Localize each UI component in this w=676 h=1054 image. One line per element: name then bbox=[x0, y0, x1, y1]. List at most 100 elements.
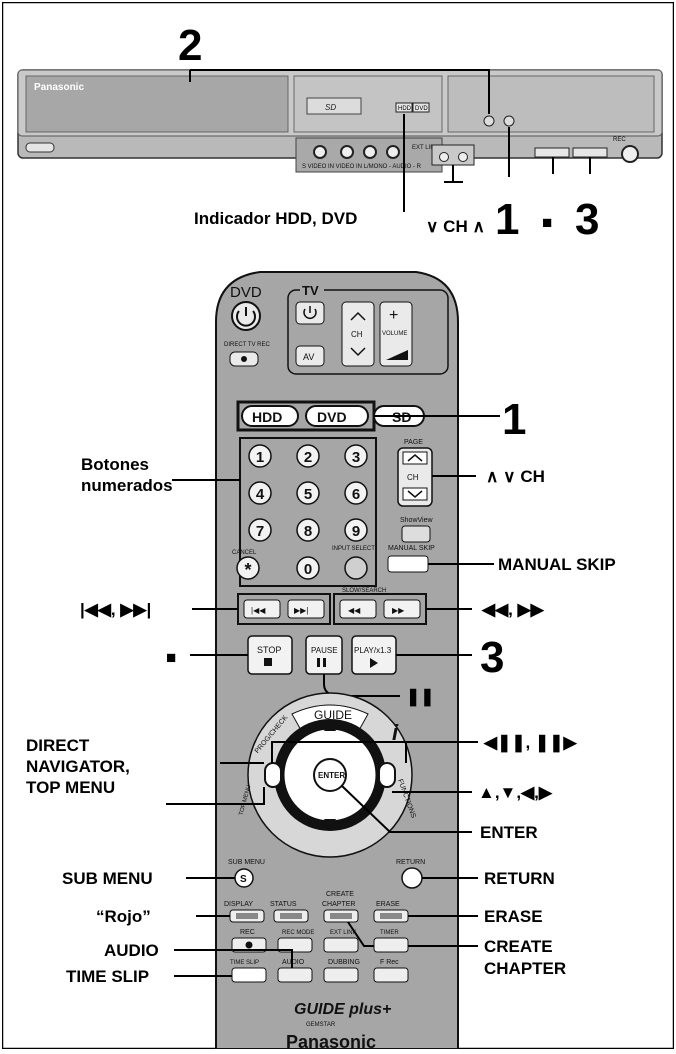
number-3: 3 bbox=[352, 449, 360, 466]
page-down-icon bbox=[407, 490, 423, 498]
input-select-button[interactable] bbox=[344, 556, 368, 580]
rec-mode-button[interactable] bbox=[277, 937, 313, 953]
remote-callouts: 1 Botones numerados ∧ ∨ CH MANUAL SKIP |… bbox=[26, 395, 616, 986]
slow-back-button[interactable] bbox=[264, 762, 282, 788]
page-ch-label: CH bbox=[407, 473, 419, 482]
return-button[interactable] bbox=[401, 867, 423, 889]
dvd-recorder: Panasonic SD HDD DVD S VIDEO IN VIDEO IN… bbox=[17, 69, 663, 173]
input-select-label: INPUT SELECT bbox=[332, 546, 375, 552]
power-button[interactable] bbox=[25, 142, 55, 153]
pause-button[interactable] bbox=[305, 635, 343, 675]
pause-callout: ❚❚ bbox=[406, 687, 435, 707]
play-icon bbox=[370, 658, 378, 668]
time-slip-button[interactable] bbox=[231, 967, 267, 983]
timer-button[interactable] bbox=[373, 937, 409, 953]
cancel-button[interactable] bbox=[236, 556, 260, 580]
slow-leader-bracket bbox=[271, 741, 407, 763]
dvd-button[interactable] bbox=[305, 405, 369, 427]
time-slip-label-remote: TIME SLIP bbox=[230, 960, 259, 966]
skip-back-button[interactable] bbox=[243, 599, 281, 619]
sd-slot bbox=[306, 97, 362, 115]
direct-tv-rec-label: DIRECT TV REC bbox=[224, 342, 270, 348]
number-button-9[interactable] bbox=[344, 518, 368, 542]
number-1: 1 bbox=[256, 449, 264, 466]
volume-rocker[interactable] bbox=[379, 301, 413, 367]
tv-ch-rocker[interactable] bbox=[341, 301, 375, 367]
skip-forward-icon: ▶▶| bbox=[294, 606, 308, 615]
number-button-2[interactable] bbox=[296, 444, 320, 468]
number-button-0[interactable] bbox=[296, 556, 320, 580]
number-7: 7 bbox=[256, 523, 264, 540]
number-button-7[interactable] bbox=[248, 518, 272, 542]
remote-dvd-label: DVD bbox=[230, 284, 262, 301]
ch-callout-label: ∧ ∨ CH bbox=[486, 467, 545, 486]
cancel-label: CANCEL bbox=[232, 550, 257, 556]
ch-up-button[interactable] bbox=[458, 152, 468, 162]
enter-label: ENTER bbox=[318, 771, 345, 780]
volume-label: VOLUME bbox=[382, 331, 407, 337]
drive-select-button[interactable] bbox=[503, 115, 515, 127]
time-slip-callout: TIME SLIP bbox=[66, 967, 149, 986]
page-up-button[interactable] bbox=[402, 451, 428, 465]
skip-callout: |◀◀, ▶▶| bbox=[80, 600, 151, 619]
botones-label-line1: Botones bbox=[81, 455, 149, 474]
rojo-callout: “Rojo” bbox=[96, 907, 151, 926]
number-button-1[interactable] bbox=[248, 444, 272, 468]
enter-callout: ENTER bbox=[480, 823, 538, 842]
number-button-3[interactable] bbox=[344, 444, 368, 468]
manual-skip-label-remote: MANUAL SKIP bbox=[388, 545, 435, 552]
skip-forward-button[interactable] bbox=[287, 599, 325, 619]
chapter-label: CHAPTER bbox=[322, 901, 355, 908]
page-down-button[interactable] bbox=[402, 487, 428, 501]
slow-forward-button[interactable] bbox=[378, 762, 396, 788]
enter-button[interactable] bbox=[313, 758, 347, 792]
number-button-6[interactable] bbox=[344, 481, 368, 505]
stop-label: STOP bbox=[257, 645, 281, 655]
cancel-star-icon: * bbox=[244, 560, 251, 580]
play-button[interactable] bbox=[351, 635, 397, 675]
manual-skip-button[interactable] bbox=[387, 555, 429, 573]
stop-button[interactable] bbox=[247, 635, 293, 675]
stop-symbol-recorder: ■ bbox=[542, 213, 552, 232]
ch-buttons-box bbox=[431, 144, 475, 166]
volume-ramp-icon bbox=[386, 350, 408, 360]
rec-button-recorder[interactable] bbox=[621, 145, 639, 163]
skip-back-icon: |◀◀ bbox=[251, 606, 266, 615]
dubbing-button[interactable] bbox=[323, 967, 359, 983]
stop-button-recorder[interactable] bbox=[534, 147, 570, 158]
hdd-button[interactable] bbox=[241, 405, 299, 427]
sub-menu-label-remote: SUB MENU bbox=[228, 859, 265, 866]
tv-ch-arrows-icon bbox=[350, 311, 366, 357]
av-button[interactable] bbox=[295, 345, 325, 367]
tv-control-box bbox=[287, 289, 449, 375]
audio-button[interactable] bbox=[277, 967, 313, 983]
sub-menu-s-label: S bbox=[240, 874, 247, 885]
search-forward-button[interactable] bbox=[383, 599, 421, 619]
recorder-callouts: 2 Indicador HDD, DVD ∨ CH ∧ 1 ■ 3 bbox=[178, 21, 599, 244]
guide-label: GUIDE bbox=[314, 708, 352, 722]
return-callout: RETURN bbox=[484, 869, 555, 888]
showview-button[interactable] bbox=[401, 525, 431, 543]
ch-down-button[interactable] bbox=[439, 152, 449, 162]
create-label: CREATE bbox=[326, 891, 354, 898]
enter-leader bbox=[341, 785, 472, 833]
green-button-fill bbox=[280, 913, 302, 919]
search-back-button[interactable] bbox=[339, 599, 377, 619]
number-button-5[interactable] bbox=[296, 481, 320, 505]
rec-dot-icon bbox=[245, 941, 253, 949]
direct-navigator-line2: NAVIGATOR, bbox=[26, 757, 130, 776]
f-rec-button[interactable] bbox=[373, 967, 409, 983]
number-button-4[interactable] bbox=[248, 481, 272, 505]
ext-link-label-remote: EXT LINK bbox=[330, 930, 357, 936]
number-6: 6 bbox=[352, 486, 360, 503]
ext-link-label: EXT LINK bbox=[412, 145, 439, 151]
arrow-up-icon[interactable] bbox=[324, 721, 336, 731]
play-button-recorder[interactable] bbox=[572, 147, 608, 158]
arrow-down-icon[interactable] bbox=[324, 819, 336, 829]
number-pad-highlight bbox=[239, 437, 377, 587]
ext-link-button[interactable] bbox=[323, 937, 359, 953]
eject-button[interactable] bbox=[483, 115, 495, 127]
number-button-8[interactable] bbox=[296, 518, 320, 542]
info-icon[interactable]: i bbox=[392, 720, 399, 745]
